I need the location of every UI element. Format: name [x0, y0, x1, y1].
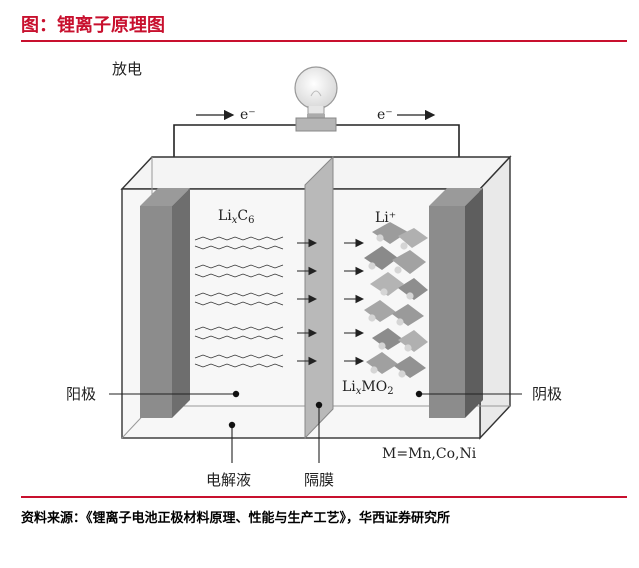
cathode-material-label: LixMO2: [342, 379, 394, 397]
cathode-pointer-dot: [415, 390, 423, 398]
separator-pointer-dot: [315, 401, 323, 409]
electron-label-right: e⁻: [377, 107, 393, 123]
electron-flow-right: e⁻: [377, 107, 436, 123]
electrolyte-pointer-dot: [228, 421, 236, 429]
ion-flow-arrows: [297, 238, 365, 366]
light-bulb-icon: [294, 66, 338, 132]
anode-pointer-dot: [232, 390, 240, 398]
lithium-ion-label: Li⁺: [375, 210, 396, 226]
footer-divider: [21, 496, 627, 498]
leader-lines: [109, 393, 522, 463]
title-divider: [21, 40, 627, 42]
anode-electrode: [140, 188, 190, 418]
source-citation: 资料来源：《锂离子电池正极材料原理、性能与生产工艺》，华西证券研究所: [21, 511, 451, 526]
separator-membrane: [304, 155, 334, 440]
electrolyte-label: 电解液: [206, 471, 251, 489]
figure-title: 图：锂离子原理图: [21, 15, 165, 36]
anode-label: 阳极: [66, 385, 96, 403]
cathode-crystal: [364, 222, 428, 378]
cathode-label: 阴极: [532, 385, 562, 403]
cathode-electrode: [429, 188, 483, 418]
electron-flow-left: e⁻: [196, 107, 256, 123]
discharge-label: 放电: [112, 60, 142, 78]
electron-label-left: e⁻: [240, 107, 256, 123]
graphite-layers: [194, 236, 284, 368]
anode-material-label: LixC6: [218, 208, 255, 226]
metal-composition-note: M=Mn,Co,Ni: [382, 446, 477, 462]
separator-label: 隔膜: [304, 471, 334, 489]
